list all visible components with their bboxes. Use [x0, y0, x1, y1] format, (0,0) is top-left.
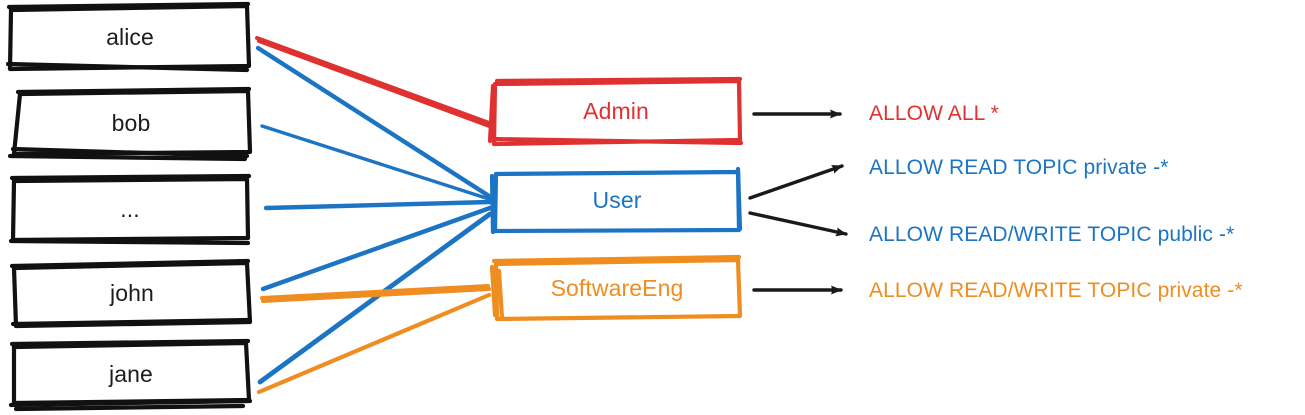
- role-node-user[interactable]: User: [492, 169, 742, 232]
- connector-alice-admin: [255, 36, 494, 129]
- connector-bob-user: [260, 124, 491, 201]
- connector-jane-user: [257, 211, 493, 385]
- user-node-bob[interactable]: bob: [10, 89, 252, 157]
- connector-alice-user: [255, 45, 492, 199]
- user-node-john[interactable]: john: [12, 261, 252, 326]
- role-node-label: SoftwareEng: [550, 274, 684, 301]
- role-node-admin[interactable]: Admin: [490, 79, 742, 144]
- user-node-jane[interactable]: jane: [11, 341, 251, 407]
- role-node-label: User: [592, 187, 642, 213]
- connector-john-softwareeng: [260, 284, 491, 303]
- role-node-label: Admin: [583, 98, 649, 124]
- permission-label-allow-all: ALLOW ALL *: [869, 102, 999, 125]
- user-node-label: ...: [120, 195, 140, 222]
- permission-label-allow-readwrite-topic-public: ALLOW READ/WRITE TOPIC public -*: [869, 223, 1235, 246]
- user-node-label: john: [110, 280, 154, 306]
- user-node-ellipsis[interactable]: ...: [10, 176, 250, 242]
- arrow-user-to-allow-readwrite-topic-public: [748, 211, 848, 237]
- permission-label-allow-read-topic-private: ALLOW READ TOPIC private -*: [869, 156, 1169, 179]
- user-node-label: jane: [109, 360, 153, 387]
- role-node-softwareeng[interactable]: SoftwareEng: [492, 257, 742, 319]
- permission-label-allow-readwrite-topic-private: ALLOW READ/WRITE TOPIC private -*: [869, 279, 1243, 302]
- connector-john-user: [260, 205, 493, 292]
- connector-jane-softwareeng: [256, 292, 492, 395]
- arrow-user-to-allow-read-topic-private: [748, 164, 844, 200]
- user-node-label: bob: [111, 109, 151, 136]
- user-node-label: alice: [106, 23, 154, 50]
- user-node-alice[interactable]: alice: [8, 4, 252, 70]
- connector-ellipsis-user: [263, 199, 493, 211]
